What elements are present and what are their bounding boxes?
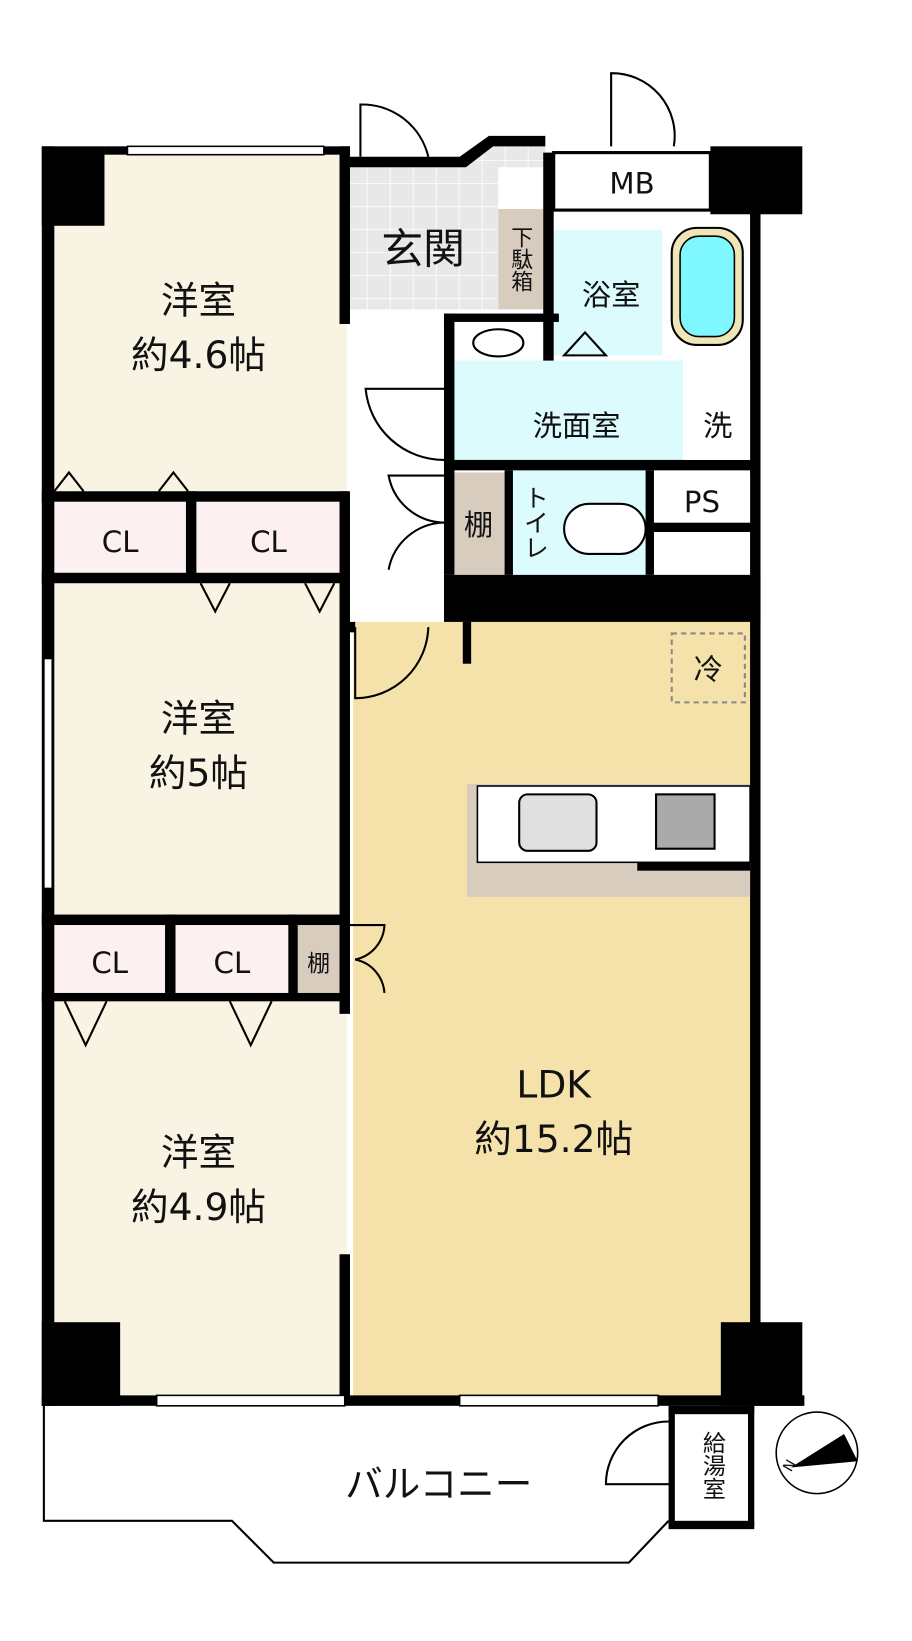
wash-basin-icon [472,328,525,358]
closet-3 [54,925,166,993]
ldk-size: 約15.2帖 [474,1117,633,1161]
closet-2 [196,501,341,573]
balcony-outline [42,1405,670,1564]
toilet-bowl-icon [563,502,647,556]
closet-1-label: CL [102,525,139,559]
washer-label: 洗 [703,409,732,443]
mb-box [552,151,712,212]
western2-size: 約5帖 [149,751,248,795]
closet-2-label: CL [250,525,287,559]
closet-1 [54,501,186,573]
western2-name: 洋室 [161,697,236,741]
kitchen-sink-icon [518,793,598,852]
shoe-box-label: 下駄箱 [508,226,533,292]
western-room-2 [54,580,347,915]
fridge-label: 冷 [694,652,723,686]
shelf1-label: 棚 [464,508,493,542]
fridge-space [670,632,746,704]
ldk-name: LDK [516,1062,592,1106]
western3-name: 洋室 [161,1130,236,1174]
door-swings [53,72,676,1486]
stove-icon [655,793,716,850]
bathroom-floor [553,229,663,356]
windows [43,145,659,1407]
closet-3-label: CL [91,946,128,980]
shelf2-label: 棚 [307,951,330,977]
walls [41,135,805,1530]
toilet-label: トイレ [520,485,549,560]
entrance-label: 玄関 [381,224,465,273]
washroom-label: 洗面室 [533,409,621,443]
balcony-label: バルコニー [345,1462,532,1506]
washroom-floor [451,360,684,460]
water-heater-label: 給湯室 [698,1431,725,1500]
ldk-room [353,621,753,1401]
bathroom-label: 浴室 [582,278,640,312]
western1-name: 洋室 [161,279,236,323]
shelf-1 [452,472,505,575]
western1-size: 約4.6帖 [131,333,266,377]
shoe-box [498,209,544,310]
closet-4 [175,925,289,993]
compass-icon: N [775,1411,859,1495]
laundry-area [683,360,751,460]
western3-size: 約4.9帖 [131,1185,266,1229]
ps-box [653,475,751,523]
shelf-2 [297,925,340,993]
mb-label: MB [609,166,654,200]
entrance-floor [349,165,499,310]
closet-4-label: CL [214,946,251,980]
ps-label: PS [684,485,720,519]
